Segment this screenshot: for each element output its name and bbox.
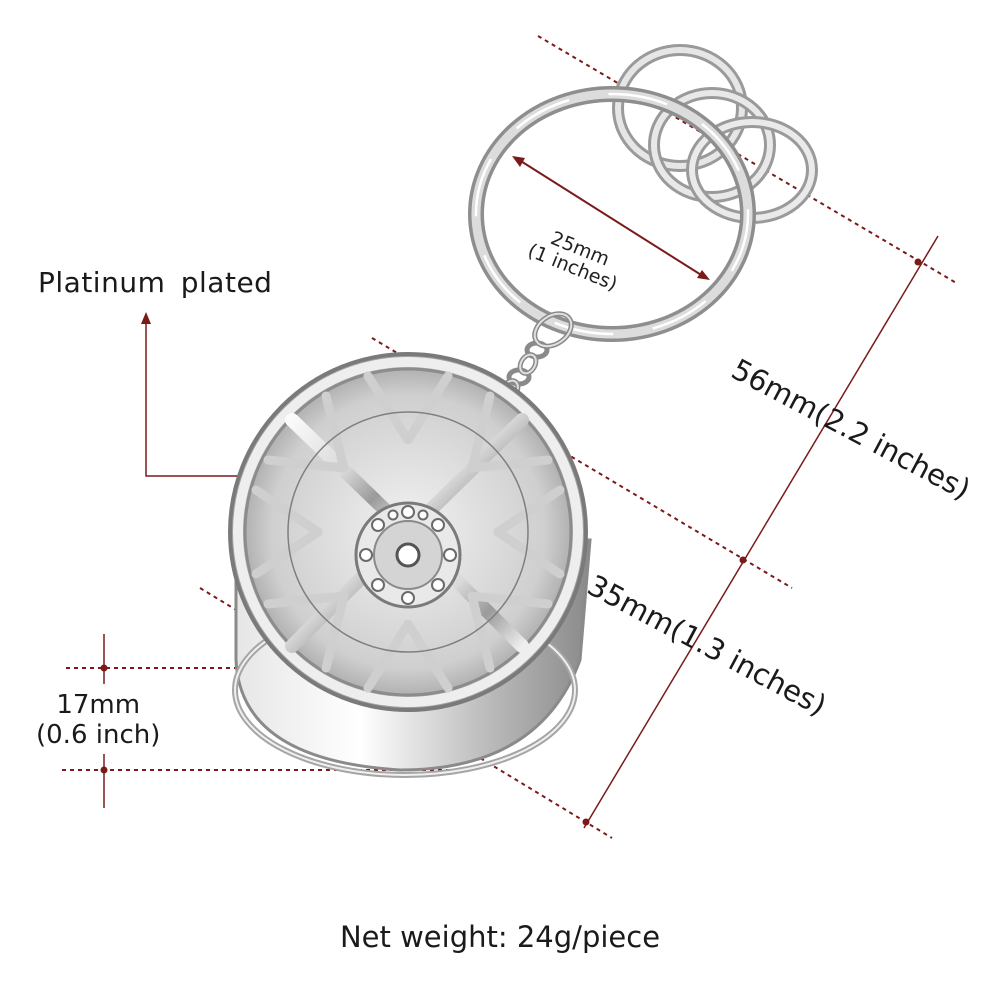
plated-label: Platinum plated — [38, 266, 273, 299]
length-measure-line — [583, 235, 939, 829]
wheel-rim — [233, 357, 583, 707]
center-bore — [395, 542, 421, 568]
measure-dot — [100, 766, 108, 774]
measure-dot — [914, 258, 922, 266]
measure-dot — [100, 664, 108, 672]
main-split-ring — [468, 86, 756, 342]
wheel-keychain — [228, 352, 592, 778]
net-weight-label: Net weight: 24g/piece — [339, 920, 661, 954]
lug-holes — [359, 505, 457, 605]
measure-dot — [582, 818, 590, 826]
arrowhead — [697, 270, 710, 280]
measure-dot — [739, 556, 747, 564]
small-ring — [651, 90, 773, 200]
small-ring — [615, 47, 745, 169]
wheel-spoke-outline — [287, 411, 529, 653]
arrowhead — [512, 156, 525, 167]
ring-diameter-arrow — [515, 157, 707, 279]
wheel-width-inches: (0.6 inch) — [36, 720, 161, 750]
arrowhead — [141, 312, 151, 324]
wheel-width-mm: 17mm — [56, 690, 141, 720]
top-extension-line — [537, 35, 959, 285]
wheel-spoke-branches — [251, 371, 565, 693]
wheel-width-label: 17mm (0.6 inch) — [36, 690, 160, 750]
